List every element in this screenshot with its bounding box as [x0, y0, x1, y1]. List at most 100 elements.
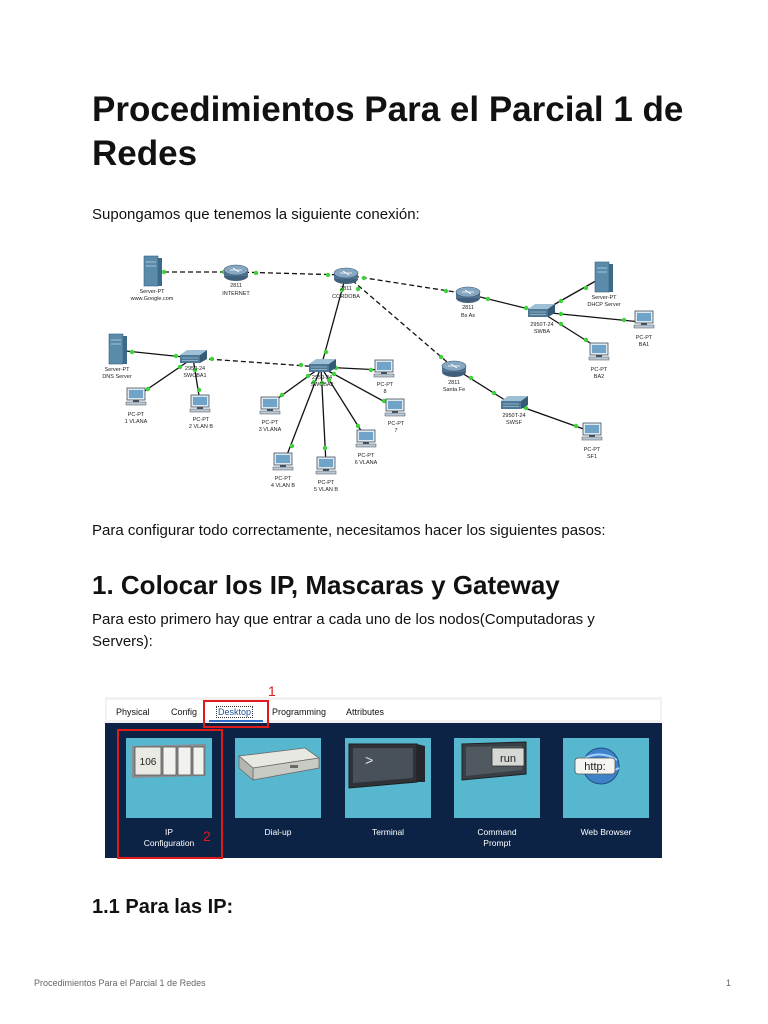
network-diagram: Server-PT www.Google.com 2811 INTERNET 2…: [102, 255, 655, 493]
svg-text:1 VLANA: 1 VLANA: [125, 419, 148, 425]
svg-text:2950-24: 2950-24: [185, 366, 205, 372]
server-dns: Server-PT DNS Server: [102, 333, 132, 380]
svg-text:Server-PT: Server-PT: [591, 295, 617, 301]
svg-text:SWCBA1: SWCBA1: [183, 373, 206, 379]
router-bsas: 2811 Bs As: [455, 286, 481, 319]
svg-text:Server-PT: Server-PT: [139, 289, 165, 295]
svg-text:2811: 2811: [462, 305, 474, 311]
steps-intro: Para configurar todo correctamente, nece…: [92, 522, 606, 539]
pc-sf1: PC-PT SF1: [581, 422, 603, 460]
switch-swba: 2950T-24 SWBA: [527, 303, 556, 335]
pc-2-vlanb: PC-PT 2 VLAN B: [189, 394, 213, 430]
pc-8: PC-PT 8: [373, 359, 395, 395]
tab-attributes[interactable]: Attributes: [346, 707, 385, 717]
svg-text:PC-PT: PC-PT: [584, 447, 601, 453]
svg-text:PC-PT: PC-PT: [358, 453, 375, 459]
pc-4-vlanb: PC-PT 4 VLAN B: [271, 452, 295, 489]
active-tab-indicator: [209, 720, 263, 722]
annotation-box-ip-config: [117, 729, 223, 859]
pc-ba2: PC-PT BA2: [588, 342, 610, 380]
annotation-number-1: 1: [268, 683, 276, 699]
svg-text:PC-PT: PC-PT: [128, 412, 145, 418]
web-browser-icon: http:: [574, 747, 620, 785]
svg-text:www.Google.com: www.Google.com: [130, 296, 174, 302]
cmd-icon-text: run: [500, 753, 516, 765]
pc-5-vlanb: PC-PT 5 VLAN B: [314, 456, 338, 493]
svg-text:6 VLANA: 6 VLANA: [355, 460, 378, 466]
svg-text:2 VLAN B: 2 VLAN B: [189, 424, 213, 430]
page-title: Procedimientos Para el Parcial 1 de Rede…: [92, 90, 684, 173]
svg-text:DHCP Server: DHCP Server: [587, 302, 620, 308]
svg-text:SWCBA2: SWCBA2: [310, 382, 333, 388]
pc-ba1: PC-PT BA1: [633, 310, 655, 348]
svg-text:4 VLAN B: 4 VLAN B: [271, 483, 295, 489]
svg-text:2811: 2811: [340, 286, 352, 292]
tab-config[interactable]: Config: [171, 707, 198, 717]
ip-configuration-app[interactable]: 106: [126, 738, 212, 818]
svg-text:2950-24: 2950-24: [312, 375, 332, 381]
router-cordoba: 2811 CORDOBA: [332, 267, 360, 300]
browser-icon-text: http:: [584, 761, 605, 773]
footer-title: Procedimientos Para el Parcial 1 de Rede…: [34, 978, 206, 988]
packet-tracer-window: Physical Config Desktop Programming Attr…: [105, 697, 662, 858]
svg-text:7: 7: [394, 428, 397, 434]
svg-text:INTERNET: INTERNET: [222, 291, 250, 297]
pc-6-vlana: PC-PT 6 VLANA: [355, 429, 378, 466]
switch-swsf: 2950T-24 SWSF: [500, 395, 529, 426]
dialup-app[interactable]: [235, 738, 321, 818]
pc-7: PC-PT 7: [384, 398, 406, 434]
server-dhcp: Server-PT DHCP Server: [587, 261, 621, 308]
svg-text:Santa Fe: Santa Fe: [443, 387, 465, 393]
svg-text:PC-PT: PC-PT: [377, 382, 394, 388]
switch-swcba2: 2950-24 SWCBA2: [308, 358, 337, 388]
svg-text:SWBA: SWBA: [534, 329, 551, 335]
svg-text:PC-PT: PC-PT: [262, 420, 279, 426]
ip-icon-text: 106: [140, 757, 157, 768]
terminal-label: Terminal: [371, 827, 405, 837]
server-google: Server-PT www.Google.com: [130, 255, 174, 302]
svg-text:Bs As: Bs As: [461, 313, 475, 319]
svg-text:PC-PT: PC-PT: [388, 421, 405, 427]
svg-text:2811: 2811: [230, 283, 242, 289]
web-browser-app[interactable]: http:: [563, 738, 649, 818]
svg-text:PC-PT: PC-PT: [193, 417, 210, 423]
ip-config-icon: 106: [132, 744, 206, 778]
command-prompt-label: Command Prompt: [477, 827, 517, 848]
terminal-icon: >: [348, 743, 425, 789]
terminal-prompt-text: >: [365, 754, 373, 770]
dialup-icon: [238, 747, 321, 781]
pc-3-vlana: PC-PT 3 VLANA: [259, 396, 282, 433]
router-internet: 2811 INTERNET: [222, 264, 250, 297]
svg-text:Server-PT: Server-PT: [104, 367, 130, 373]
svg-text:2950T-24: 2950T-24: [530, 322, 553, 328]
tab-bar: Physical Config Desktop Programming Attr…: [105, 697, 662, 723]
svg-text:BA1: BA1: [639, 342, 649, 348]
svg-text:PC-PT: PC-PT: [591, 367, 608, 373]
command-prompt-app[interactable]: run: [454, 738, 540, 818]
command-prompt-icon: run: [461, 741, 527, 781]
dialup-label: Dial-up: [264, 827, 292, 837]
svg-text:PC-PT: PC-PT: [318, 480, 335, 486]
svg-text:CORDOBA: CORDOBA: [332, 294, 360, 300]
page-number: 1: [726, 978, 732, 988]
section-1-text: Para esto primero hay que entrar a cada …: [92, 611, 595, 650]
svg-text:SF1: SF1: [587, 454, 597, 460]
annotation-box-desktop: [203, 700, 269, 728]
svg-text:2950T-24: 2950T-24: [502, 413, 525, 419]
subsection-heading: 1.1 Para las IP:: [92, 896, 234, 918]
terminal-app[interactable]: >: [345, 738, 431, 818]
switch-swcba1: 2950-24 SWCBA1: [179, 349, 208, 379]
svg-text:DNS Server: DNS Server: [102, 374, 132, 380]
svg-text:5 VLAN B: 5 VLAN B: [314, 487, 338, 493]
svg-text:PC-PT: PC-PT: [636, 335, 653, 341]
svg-text:2811: 2811: [448, 380, 460, 386]
ip-configuration-label: IP Configuration: [143, 827, 195, 848]
svg-text:SWSF: SWSF: [506, 420, 523, 426]
section-1-heading: 1. Colocar los IP, Mascaras y Gateway: [92, 570, 560, 600]
svg-text:8: 8: [383, 389, 386, 395]
tab-programming[interactable]: Programming: [272, 707, 327, 717]
svg-text:BA2: BA2: [594, 374, 604, 380]
tab-physical[interactable]: Physical: [116, 707, 150, 717]
pc-1-vlana: PC-PT 1 VLANA: [125, 387, 148, 425]
tab-desktop[interactable]: Desktop: [216, 706, 254, 718]
